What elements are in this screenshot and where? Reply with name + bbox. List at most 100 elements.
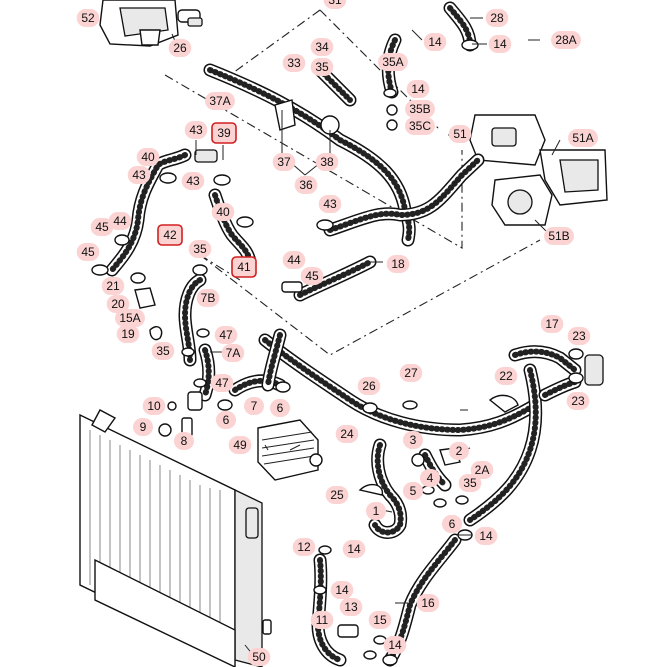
callout: 4 bbox=[420, 469, 440, 487]
callout-label: 38 bbox=[320, 155, 334, 169]
callout-bubble bbox=[108, 212, 132, 230]
callout-label: 19 bbox=[121, 327, 135, 341]
callout-label: 37 bbox=[277, 155, 291, 169]
callout: 35A bbox=[378, 53, 408, 71]
callout-bubble bbox=[378, 53, 408, 71]
callout-label: 3 bbox=[410, 433, 417, 447]
callout: 17 bbox=[540, 315, 564, 333]
callout-bubble bbox=[368, 611, 392, 629]
callout-label: 22 bbox=[499, 369, 513, 383]
callout-label: 20 bbox=[111, 297, 125, 311]
callout: 37A bbox=[205, 92, 235, 110]
callout: 35 bbox=[310, 58, 334, 76]
callout: 14 bbox=[330, 581, 354, 599]
callout: 1 bbox=[366, 502, 386, 520]
callout: 7 bbox=[244, 397, 264, 415]
callout: 15 bbox=[368, 611, 392, 629]
callout-bubble bbox=[310, 58, 334, 76]
callout-bubble bbox=[214, 326, 238, 344]
small-hardware bbox=[91, 17, 604, 666]
callout: 47 bbox=[210, 374, 234, 392]
callout-bubble bbox=[282, 54, 306, 72]
callout: 50 bbox=[247, 648, 271, 666]
callout-bubble bbox=[568, 129, 598, 147]
callout-label: 12 bbox=[297, 540, 311, 554]
callout-label: 14 bbox=[493, 37, 507, 51]
callout-bubble bbox=[76, 243, 100, 261]
callout: 19 bbox=[116, 325, 140, 343]
callout: 10 bbox=[142, 397, 166, 415]
hose-render bbox=[105, 1, 582, 667]
hose-segment bbox=[327, 157, 481, 233]
callout-label: 26 bbox=[362, 379, 376, 393]
callout-bubble bbox=[366, 502, 386, 520]
callout-bubble bbox=[448, 125, 472, 143]
callout-label: 50 bbox=[252, 650, 266, 664]
callout: 37 bbox=[272, 153, 296, 171]
callout-label: 23 bbox=[572, 329, 586, 343]
hose-segment bbox=[512, 348, 578, 373]
callout-bubble bbox=[458, 474, 482, 492]
callout-label: 24 bbox=[340, 427, 354, 441]
callout-bubble bbox=[423, 33, 447, 51]
callout: 35 bbox=[151, 342, 175, 360]
callout-bubble bbox=[416, 594, 440, 612]
callout-bubble bbox=[211, 122, 237, 144]
callout-label: 35 bbox=[463, 476, 477, 490]
callout: 35 bbox=[188, 240, 212, 258]
callout-label: 45 bbox=[305, 269, 319, 283]
callout-label: 14 bbox=[411, 82, 425, 96]
callout-bubble bbox=[405, 117, 435, 135]
callout-bubble bbox=[318, 195, 342, 213]
callout-bubble bbox=[272, 153, 296, 171]
callout: 8 bbox=[174, 432, 194, 450]
hose-segment bbox=[258, 333, 542, 437]
callout-label: 14 bbox=[335, 583, 349, 597]
callout-label: 5 bbox=[410, 484, 417, 498]
callout-label: 6 bbox=[223, 413, 230, 427]
callout: 39 bbox=[211, 122, 237, 144]
callout: 2A bbox=[470, 461, 494, 479]
callout-label: 14 bbox=[479, 529, 493, 543]
callout-label: 27 bbox=[404, 366, 418, 380]
callout-bubble bbox=[330, 581, 354, 599]
callout-bubble bbox=[383, 636, 407, 654]
callout: 23 bbox=[566, 392, 590, 410]
callout-bubble bbox=[403, 431, 423, 449]
callout-bubble bbox=[133, 418, 153, 436]
callout-bubble bbox=[116, 325, 140, 343]
callout-bubble bbox=[449, 442, 469, 460]
callout: 33 bbox=[282, 54, 306, 72]
callout-label: 17 bbox=[545, 317, 559, 331]
callout: 28A bbox=[551, 31, 581, 49]
callout-label: 47 bbox=[219, 328, 233, 342]
expansion-tank bbox=[99, 0, 201, 47]
callout-label: 25 bbox=[330, 488, 344, 502]
callout-label: 2A bbox=[475, 463, 490, 477]
callout: 14 bbox=[406, 80, 430, 98]
callout-label: 43 bbox=[132, 168, 146, 182]
callout-bubble bbox=[136, 148, 160, 166]
callout-bubble bbox=[221, 344, 245, 362]
callout: 34 bbox=[310, 38, 334, 56]
callout-label: 6 bbox=[277, 401, 284, 415]
callout: 38 bbox=[315, 153, 339, 171]
callout-label: 7A bbox=[226, 346, 241, 360]
callout: 22 bbox=[494, 367, 518, 385]
callout-bubble bbox=[325, 486, 349, 504]
callout-bubble bbox=[90, 218, 114, 236]
callout: 13 bbox=[339, 598, 363, 616]
callout: 45 bbox=[76, 243, 100, 261]
callout: 9 bbox=[133, 418, 153, 436]
callout-bubble bbox=[174, 432, 194, 450]
callout-bubble bbox=[101, 277, 125, 295]
callout: 14 bbox=[342, 540, 366, 558]
callout-label: 49 bbox=[233, 438, 247, 452]
callout-bubble bbox=[566, 392, 590, 410]
callout-bubble bbox=[488, 35, 512, 53]
callout-bubble bbox=[406, 80, 430, 98]
callout-label: 51 bbox=[453, 127, 467, 141]
callout: 27 bbox=[399, 364, 423, 382]
hose-segment bbox=[262, 337, 538, 434]
